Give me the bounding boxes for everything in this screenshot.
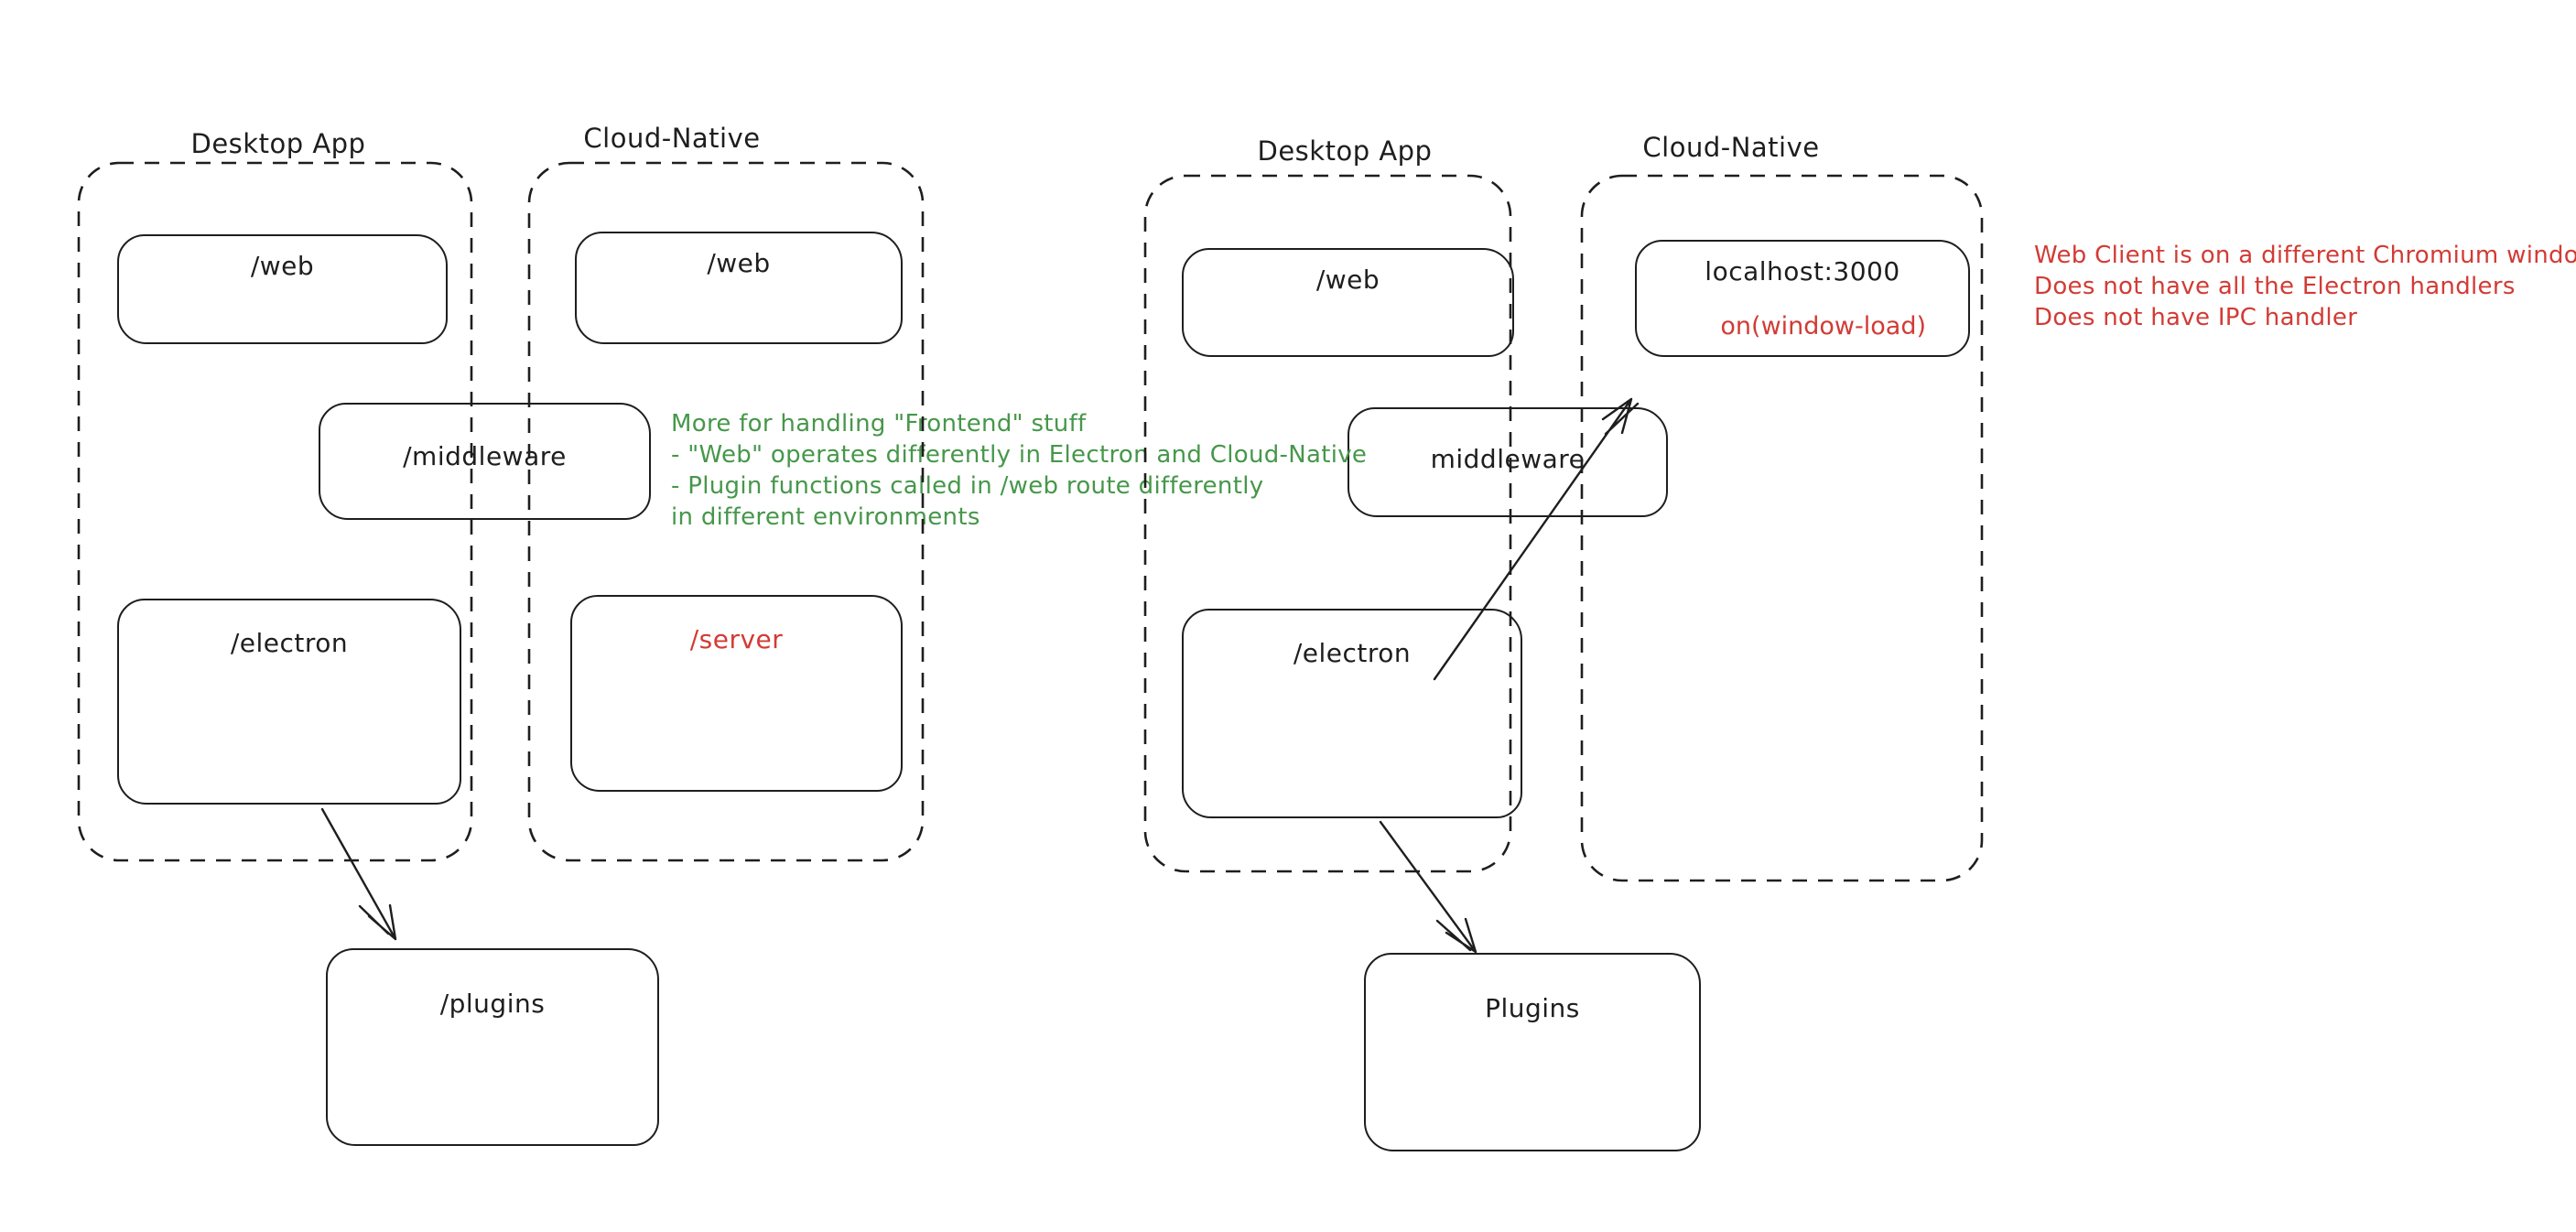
box-right-middleware[interactable]: middleware — [1348, 407, 1668, 517]
box-left-plugins[interactable]: /plugins — [326, 948, 659, 1146]
red-note-line-3: Does not have IPC handler — [2034, 304, 2358, 331]
group-label-left-cloud-native: Cloud-Native — [583, 123, 761, 154]
box-left-desktop-web[interactable]: /web — [117, 234, 448, 344]
green-note-line-1: More for handling "Frontend" stuff — [671, 410, 1087, 438]
box-right-localhost-3000-label: localhost:3000 — [1705, 256, 1900, 286]
green-note-line-3: - Plugin functions called in /web route … — [671, 472, 1264, 500]
box-left-electron-label: /electron — [230, 628, 349, 658]
box-left-desktop-web-label: /web — [250, 251, 315, 281]
box-right-desktop-web[interactable]: /web — [1182, 248, 1514, 357]
red-note-line-2: Does not have all the Electron handlers — [2034, 273, 2516, 300]
box-right-window-load-label: on(window-load) — [1720, 312, 1926, 340]
box-right-middleware-label: middleware — [1430, 444, 1586, 474]
box-left-cloud-web[interactable]: /web — [575, 232, 903, 344]
box-left-electron[interactable]: /electron — [117, 599, 461, 805]
box-left-plugins-label: /plugins — [439, 989, 546, 1019]
group-label-right-desktop-app: Desktop App — [1257, 135, 1433, 167]
box-left-middleware[interactable]: /middleware — [319, 403, 651, 520]
group-label-right-cloud-native: Cloud-Native — [1642, 132, 1820, 163]
box-right-localhost-3000[interactable]: localhost:3000 on(window-load) — [1635, 240, 1970, 357]
arrow-right-electron-to-plugins[interactable] — [1379, 820, 1477, 954]
box-right-electron[interactable]: /electron — [1182, 609, 1522, 818]
arrow-left-electron-to-plugins[interactable] — [320, 807, 397, 941]
group-label-left-desktop-app: Desktop App — [190, 128, 366, 159]
box-right-plugins[interactable]: Plugins — [1364, 953, 1701, 1151]
green-note: More for handling "Frontend" stuff - "We… — [671, 408, 1367, 533]
box-right-electron-label: /electron — [1293, 638, 1412, 668]
box-right-plugins-label: Plugins — [1485, 993, 1580, 1023]
green-note-line-2: - "Web" operates differently in Electron… — [671, 441, 1368, 469]
red-note: Web Client is on a different Chromium wi… — [2034, 240, 2576, 333]
red-note-line-1: Web Client is on a different Chromium wi… — [2034, 242, 2576, 269]
green-note-line-4: in different environments — [671, 503, 980, 531]
box-left-middleware-label: /middleware — [403, 441, 567, 471]
box-right-desktop-web-label: /web — [1315, 265, 1380, 295]
box-left-server-label: /server — [689, 624, 784, 654]
box-left-server[interactable]: /server — [570, 595, 903, 792]
box-left-cloud-web-label: /web — [707, 248, 771, 278]
